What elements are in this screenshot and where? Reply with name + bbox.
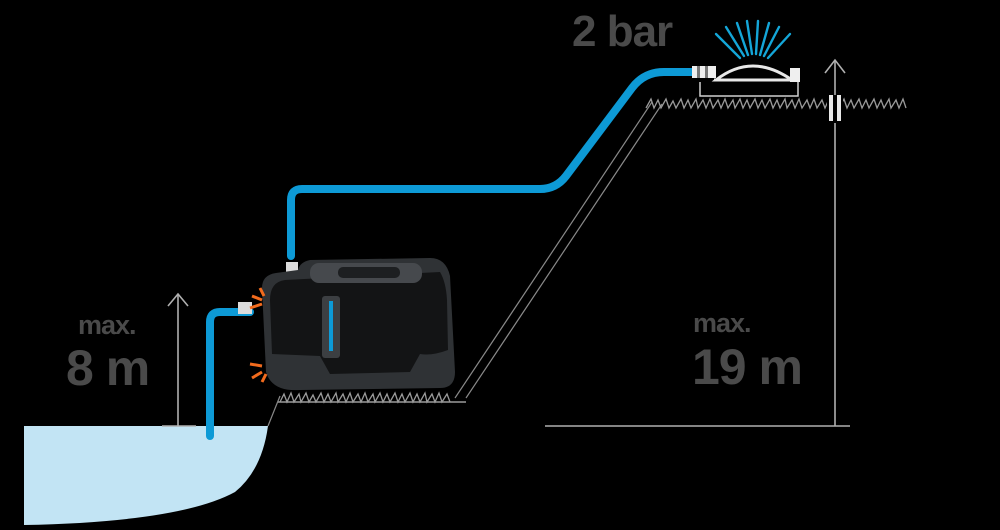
grass-icon [279, 391, 451, 404]
suction-max-label: max. [78, 310, 137, 340]
height-marker [827, 95, 843, 123]
terrain-lines [267, 101, 663, 427]
suction-height-label: 8 m [66, 340, 150, 396]
suction-hose [206, 308, 254, 440]
pressure-label: 2 bar [572, 7, 673, 56]
delivery-hose [287, 68, 696, 260]
height-arrow-icon [162, 292, 196, 427]
sprinkler-icon [692, 19, 800, 97]
grass-icon [645, 97, 907, 110]
delivery-max-label: max. [693, 308, 752, 338]
water-body-icon [24, 426, 268, 525]
delivery-height-label: 19 m [692, 339, 803, 395]
garden-pump-icon [238, 258, 455, 391]
